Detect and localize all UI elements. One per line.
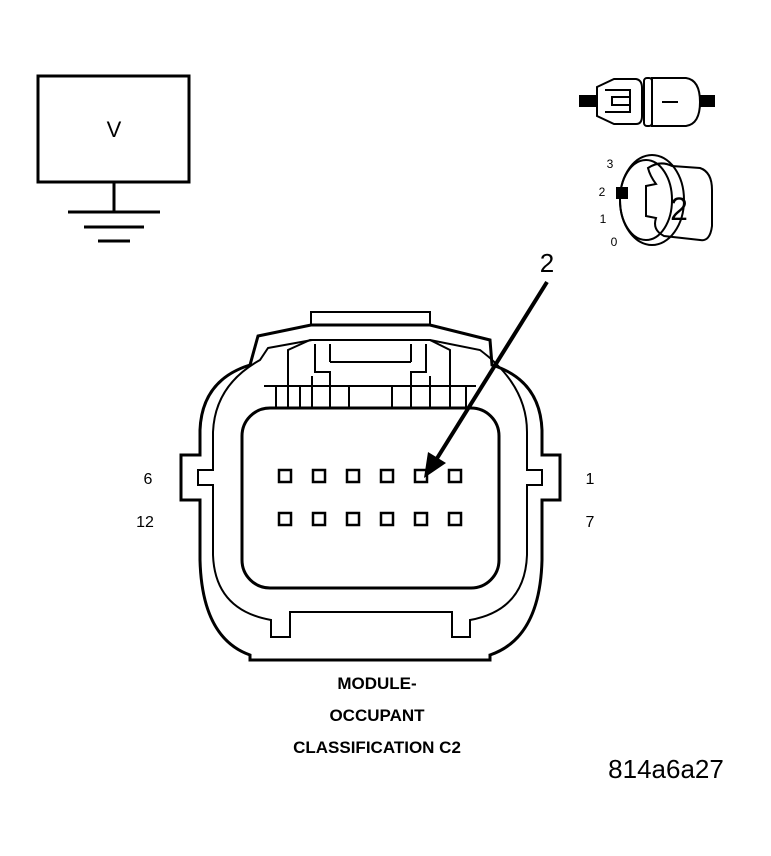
pin-cavity-1 (447, 468, 463, 484)
pin-label-6: 6 (144, 471, 153, 488)
rotary-position-2: 2 (599, 185, 606, 199)
pin-cavity-11 (311, 511, 327, 527)
pin-cavity-9 (379, 511, 395, 527)
voltmeter-label: V (107, 117, 122, 142)
callout-arrow (424, 280, 549, 478)
pin-label-1: 1 (586, 471, 595, 488)
pin-cavity-2 (413, 468, 429, 484)
pin-cavity-3 (379, 468, 395, 484)
pin-cavity-4 (345, 468, 361, 484)
back-probe-icon (579, 77, 715, 127)
title-line-3: CLASSIFICATION C2 (293, 738, 461, 757)
title-line-1: MODULE- (337, 674, 416, 693)
pin-cavity-7 (447, 511, 463, 527)
rotary-position-3: 3 (607, 157, 614, 171)
pin-label-12: 12 (136, 514, 154, 531)
rotary-position-0: 0 (611, 235, 618, 249)
connector-housing (179, 311, 562, 662)
pin-cavity-5 (311, 468, 327, 484)
rotary-selected-label: 2 (670, 191, 688, 227)
title-line-2: OCCUPANT (329, 706, 425, 725)
pin-cavity-10 (345, 511, 361, 527)
rotary-position-1: 1 (600, 212, 607, 226)
pin-label-7: 7 (586, 514, 595, 531)
callout-label: 2 (540, 248, 554, 278)
voltmeter-symbol: V (36, 74, 191, 243)
pin-cavity-8 (413, 511, 429, 527)
figure-id: 814a6a27 (608, 754, 724, 784)
rotary-selector-icon: 3 2 1 0 2 (599, 154, 713, 249)
ground-icon (68, 210, 160, 243)
pin-cavity-6 (277, 468, 293, 484)
pin-cavity-12 (277, 511, 293, 527)
pin-cavities (277, 468, 463, 527)
